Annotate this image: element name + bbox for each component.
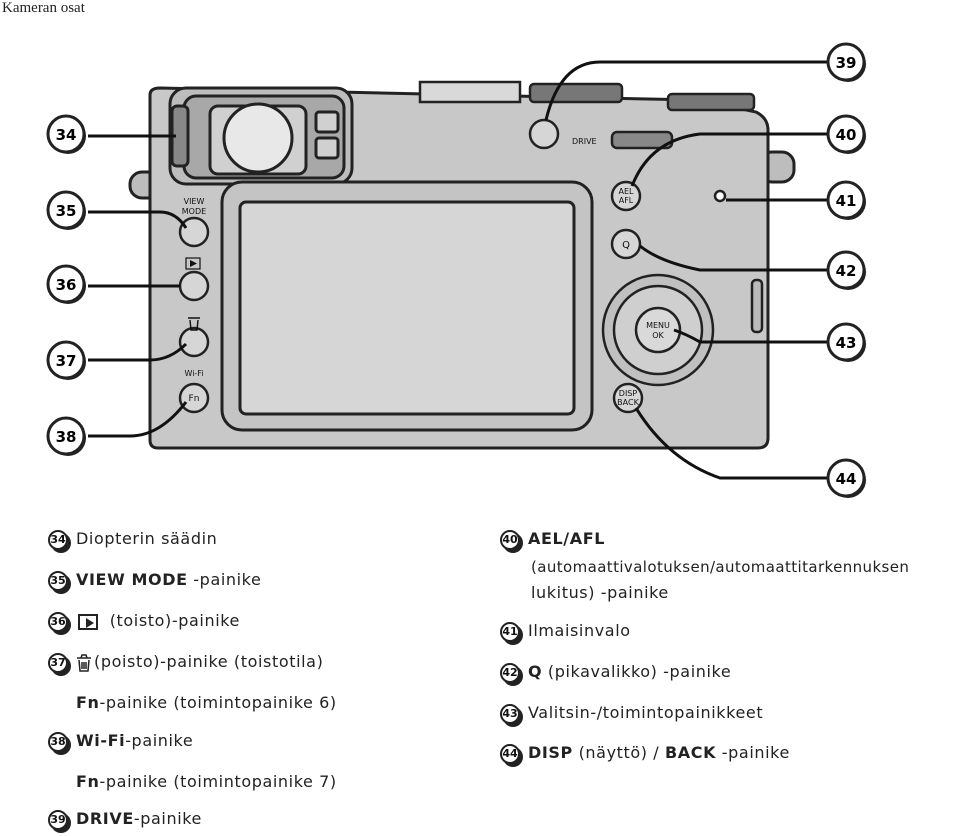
badge-icon: 41 (500, 621, 524, 645)
right-control-labels: DRIVE AEL AFL Q MENU OK DISP BACK (572, 137, 670, 407)
legend-text: -painike (133, 809, 202, 828)
legend-item-40-line3: lukitus) -painike (531, 582, 669, 604)
svg-text:Fn: Fn (189, 394, 200, 404)
callout-35: 35 (46, 190, 86, 230)
svg-text:AEL: AEL (619, 187, 635, 196)
viewfinder (168, 86, 354, 186)
legend-item-fn6: Fn-painike (toimintopainike 6) (76, 692, 337, 714)
legend-text: -painike (187, 570, 262, 589)
legend-bold: VIEW MODE (76, 570, 188, 589)
svg-text:41: 41 (836, 192, 857, 210)
legend-bold: Wi-Fi (76, 731, 126, 750)
callout-39: 39 (826, 42, 866, 82)
legend-text: (toisto)-painike (109, 611, 240, 630)
callout-44: 44 (826, 458, 866, 498)
legend-text: (pikavalikko) -painike (542, 662, 732, 681)
legend-text: Diopterin säädin (76, 529, 218, 548)
legend-text: lukitus) -painike (531, 583, 669, 602)
svg-text:35: 35 (56, 202, 77, 220)
badge-icon: 40 (500, 529, 524, 553)
callout-34: 34 (46, 114, 86, 154)
legend-text: Valitsin-/toimintopainikkeet (528, 703, 764, 722)
legend-bold: Q (528, 662, 543, 681)
svg-text:AFL: AFL (619, 196, 634, 205)
callout-41: 41 (826, 180, 866, 220)
leader-lines (88, 60, 828, 480)
lcd-screen (220, 180, 594, 432)
svg-text:42: 42 (836, 262, 857, 280)
legend-text: -painike (716, 743, 790, 762)
legend-bold: BACK (664, 743, 717, 762)
callout-36: 36 (46, 264, 86, 304)
svg-text:37: 37 (56, 352, 77, 370)
page-title: Kameran osat (2, 0, 85, 16)
svg-text:Wi-Fi: Wi-Fi (184, 369, 203, 378)
legend-text: -painike (toimintopainike 6) (99, 693, 337, 712)
legend-item-36: 36 (toisto)-painike (48, 610, 240, 635)
callout-38: 38 (46, 416, 86, 456)
legend-text: Ilmaisinvalo (528, 621, 631, 640)
svg-text:43: 43 (836, 334, 857, 352)
legend-item-fn7: Fn-painike (toimintopainike 7) (76, 771, 337, 793)
legend-item-37: 37 (poisto)-painike (toistotila) (48, 651, 324, 676)
svg-text:44: 44 (836, 470, 857, 488)
callout-37: 37 (46, 340, 86, 380)
badge-icon: 39 (48, 809, 72, 833)
svg-text:34: 34 (56, 126, 77, 144)
svg-text:40: 40 (836, 126, 857, 144)
legend-bold: Fn (76, 772, 100, 791)
legend-text: (näyttö) / (572, 743, 665, 762)
callout-badges: 34 35 36 37 38 39 40 41 42 43 44 (46, 42, 866, 498)
legend-text: (automaattivalotuksen/automaattitarkennu… (531, 558, 910, 576)
svg-text:MODE: MODE (182, 207, 206, 216)
left-buttons (178, 216, 210, 414)
badge-icon: 36 (48, 611, 72, 635)
legend-bold: Fn (76, 693, 100, 712)
badge-icon: 44 (500, 743, 524, 767)
callout-40: 40 (826, 114, 866, 154)
legend-text: (poisto)-painike (toistotila) (94, 652, 324, 671)
legend-text: -painike (toimintopainike 7) (99, 772, 337, 791)
camera-back-illustration: VIEW MODE Wi-Fi Fn DRIVE AEL AFL Q MENU … (46, 42, 866, 498)
left-button-labels: VIEW MODE Wi-Fi Fn (182, 197, 206, 404)
callout-42: 42 (826, 250, 866, 290)
badge-icon: 34 (48, 529, 72, 553)
callout-43: 43 (826, 322, 866, 362)
svg-text:36: 36 (56, 276, 77, 294)
badge-icon: 43 (500, 703, 524, 727)
play-icon (78, 613, 98, 630)
legend-bold: DISP (528, 743, 573, 762)
svg-text:MENU: MENU (646, 321, 670, 330)
trash-icon (77, 653, 91, 672)
legend-item-40-line2: (automaattivalotuksen/automaattitarkennu… (531, 556, 909, 578)
svg-text:VIEW: VIEW (184, 197, 205, 206)
badge-icon: 38 (48, 731, 72, 755)
legend-bold: DRIVE (76, 809, 134, 828)
svg-text:DISP: DISP (619, 389, 638, 398)
svg-text:OK: OK (652, 331, 664, 340)
svg-text:38: 38 (56, 428, 77, 446)
right-controls (528, 118, 764, 414)
legend-bold: AEL/AFL (528, 529, 606, 548)
svg-text:DRIVE: DRIVE (572, 137, 597, 146)
svg-text:Q: Q (622, 240, 630, 251)
badge-icon: 37 (48, 652, 72, 676)
svg-text:BACK: BACK (617, 398, 639, 407)
badge-icon: 42 (500, 662, 524, 686)
svg-text:39: 39 (836, 54, 857, 72)
badge-icon: 35 (48, 570, 72, 594)
legend-text: -painike (125, 731, 194, 750)
